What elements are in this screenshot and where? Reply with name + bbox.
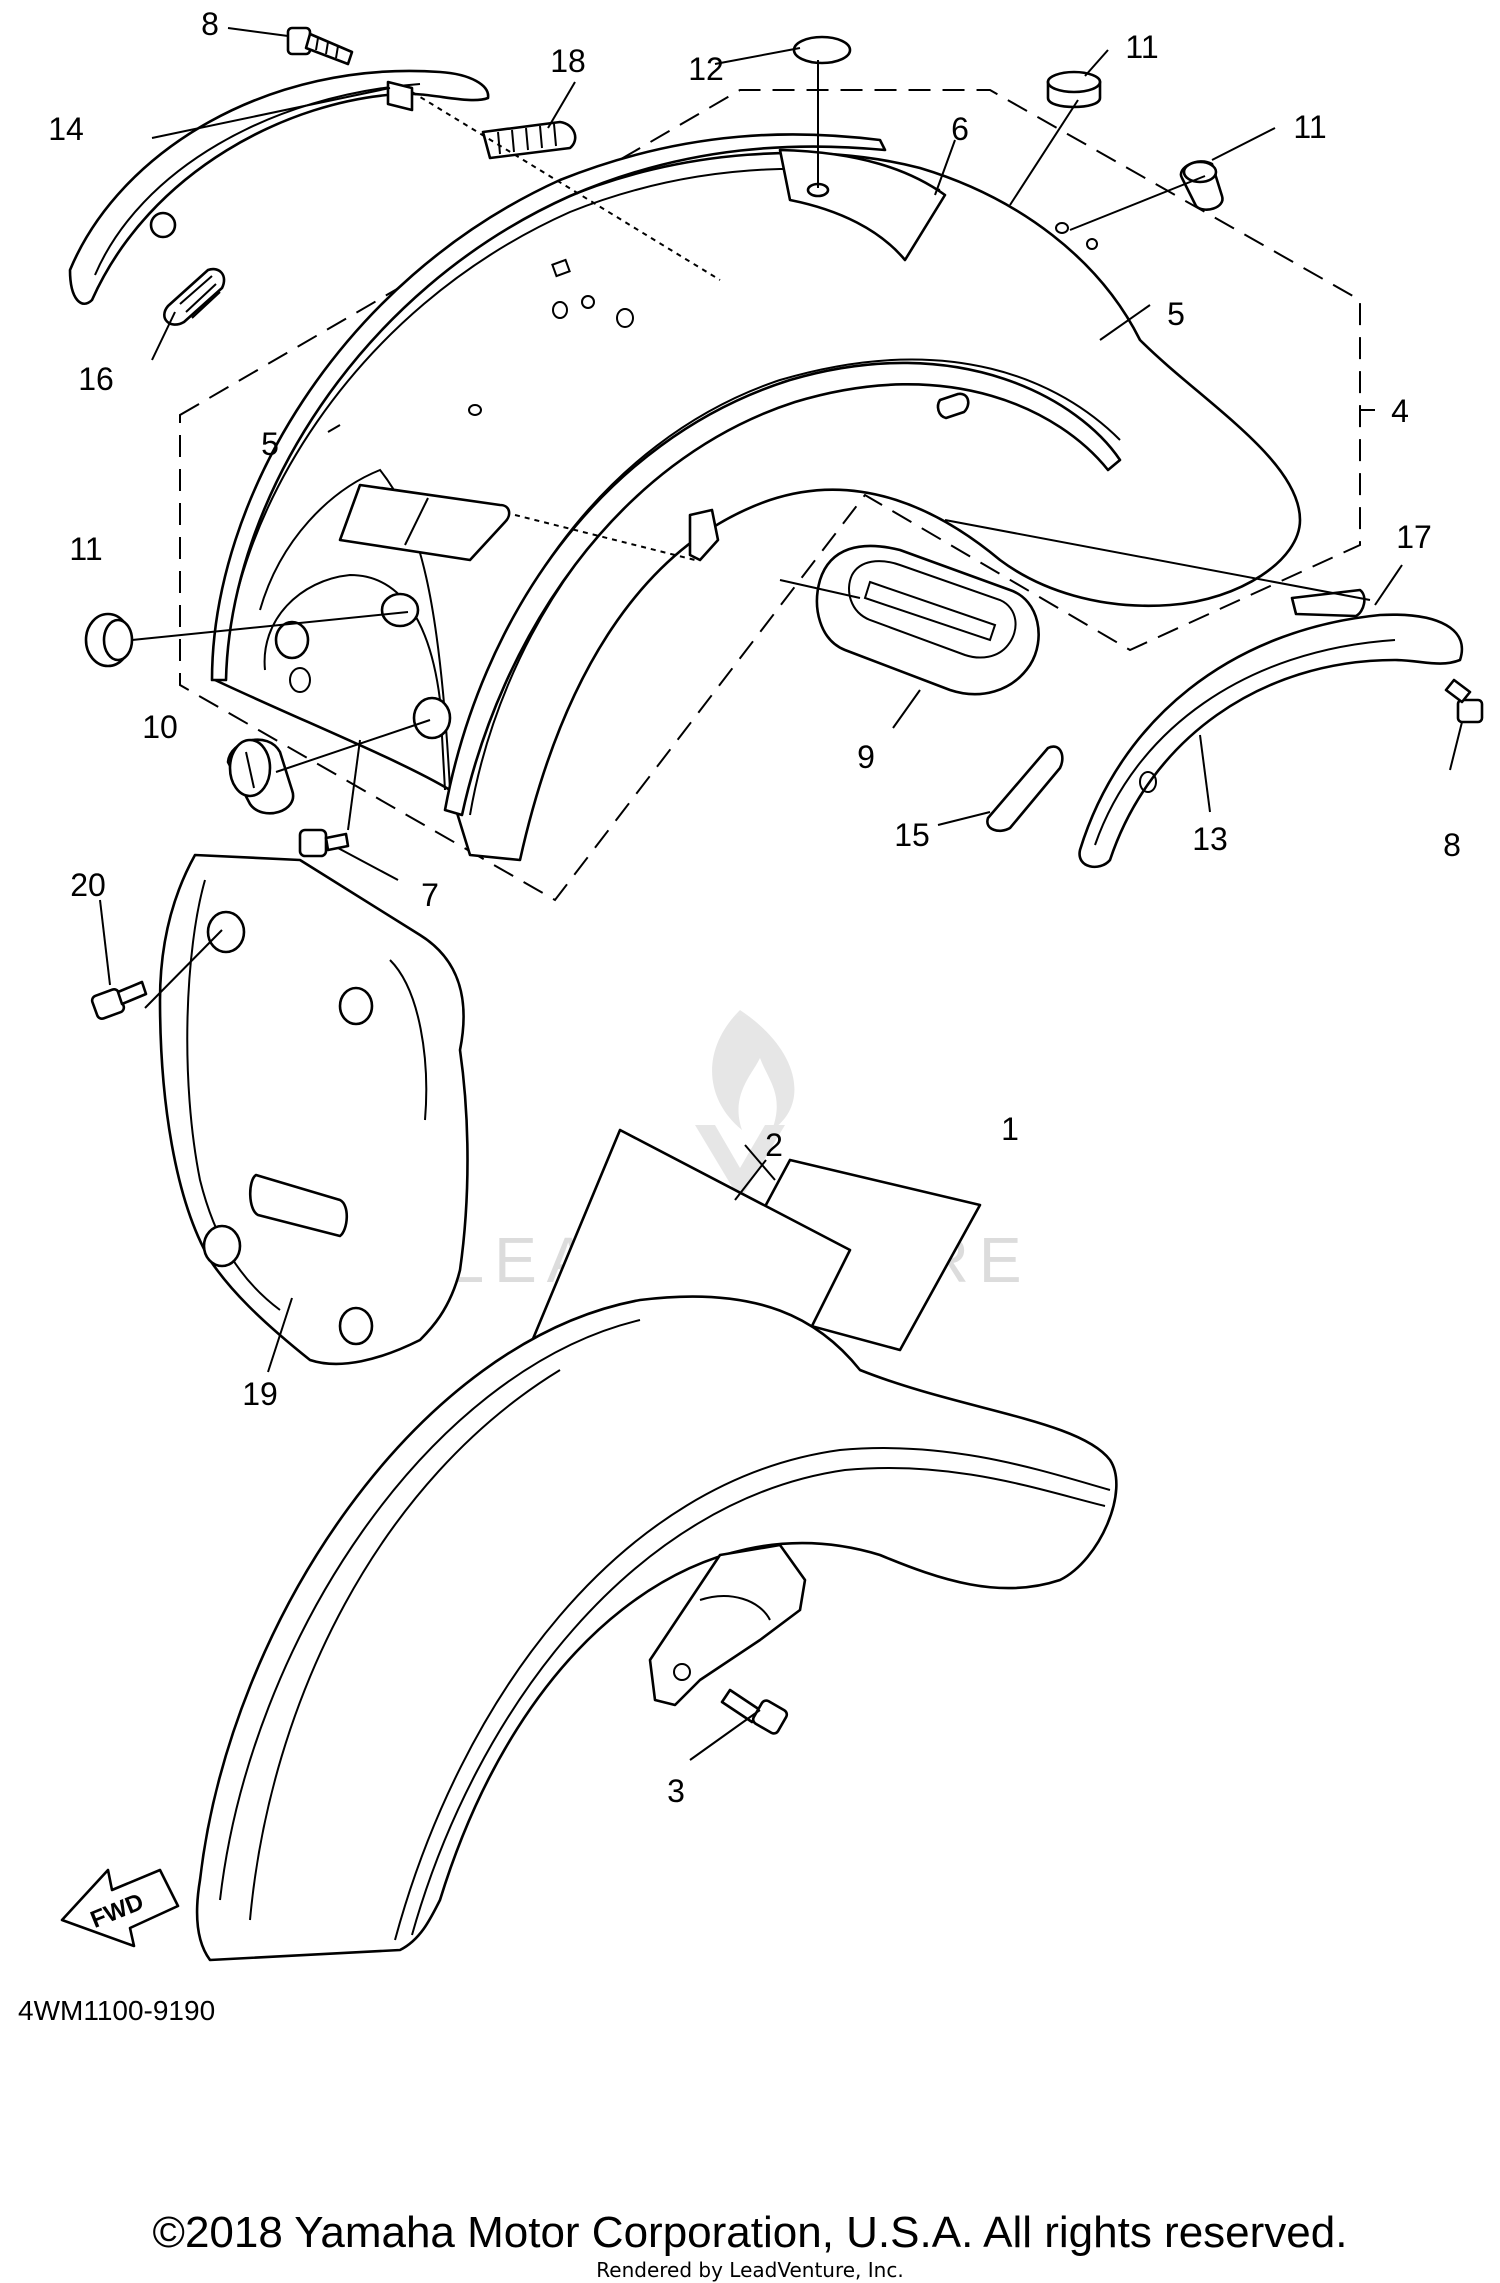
callout-7: 7 <box>421 877 439 913</box>
callout-18: 18 <box>550 43 586 79</box>
license-panel <box>338 483 511 562</box>
bolt-20 <box>90 980 148 1020</box>
callout-15: 15 <box>894 817 930 853</box>
callout-14: 14 <box>48 111 84 147</box>
callout-16: 16 <box>78 361 114 397</box>
reflector-16 <box>163 267 226 326</box>
reflector-18 <box>481 120 577 160</box>
rear-rail-14 <box>68 69 490 306</box>
bolt-8-top <box>286 26 354 66</box>
callout-8-right: 8 <box>1443 827 1461 863</box>
callout-4: 4 <box>1391 393 1409 429</box>
callout-20: 20 <box>70 867 106 903</box>
trim-strip-5-left <box>210 133 887 682</box>
bolt-7 <box>298 828 350 858</box>
callout-10: 10 <box>142 709 178 745</box>
callout-1: 1 <box>1001 1111 1019 1147</box>
callout-leaders <box>99 27 1463 1761</box>
callout-19: 19 <box>242 1376 278 1412</box>
bolt-3 <box>720 1688 789 1735</box>
fender-clip <box>936 392 970 420</box>
ref-line-panel <box>514 514 696 561</box>
grommet-11-right <box>1179 160 1224 211</box>
grommet-11-top <box>1046 70 1102 109</box>
trim-strip-5-right <box>443 361 1122 817</box>
callout-12: 12 <box>688 51 724 87</box>
rear-rail-13 <box>1078 613 1464 869</box>
ref-line-14 <box>411 91 721 281</box>
diagram-code: 4WM1100-9190 <box>18 1995 215 2026</box>
callout-5-left: 5 <box>261 426 279 462</box>
front-fender-1 <box>195 1295 1118 1962</box>
callout-5-right: 5 <box>1167 296 1185 332</box>
callout-11-left: 11 <box>69 531 102 567</box>
reflector-17 <box>1290 588 1366 618</box>
grommet-11-left <box>84 612 134 668</box>
label-12 <box>792 35 852 65</box>
callout-11-right: 11 <box>1293 109 1326 145</box>
callout-3: 3 <box>667 1773 685 1809</box>
callout-numbers: 8 14 18 12 11 6 11 5 4 16 5 17 11 10 9 1… <box>48 6 1461 1809</box>
callout-17: 17 <box>1396 519 1432 555</box>
bolt-8-right <box>1444 678 1484 724</box>
bracket <box>688 508 720 562</box>
callout-9: 9 <box>857 739 875 775</box>
copyright-notice: ©2018 Yamaha Motor Corporation, U.S.A. A… <box>152 2208 1348 2257</box>
callout-6: 6 <box>951 111 969 147</box>
callout-11-top: 11 <box>1125 29 1158 65</box>
callout-13: 13 <box>1192 821 1228 857</box>
reflector-15 <box>986 745 1064 832</box>
callout-2: 2 <box>765 1127 783 1163</box>
grommet-10 <box>226 738 295 815</box>
rendered-by-notice: Rendered by LeadVenture, Inc. <box>596 2258 904 2282</box>
side-cover-19 <box>158 853 469 1366</box>
taillight-9 <box>815 544 1040 696</box>
fwd-arrow: FWD <box>60 1868 180 1948</box>
callout-8-top: 8 <box>201 6 219 42</box>
